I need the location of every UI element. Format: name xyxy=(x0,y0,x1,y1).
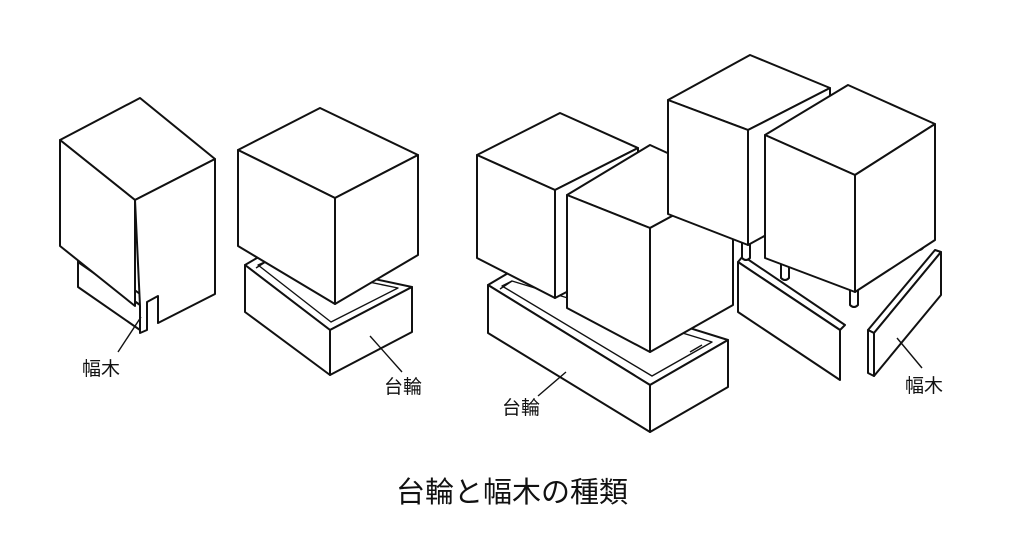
leg-3 xyxy=(849,288,859,308)
plinth-right-face xyxy=(329,286,413,376)
leader-habaki-left xyxy=(117,316,142,353)
label-habaki-left: 幅木 xyxy=(82,358,120,380)
cabinet6-right-face xyxy=(854,123,936,293)
long-plinth-right-face xyxy=(649,339,729,433)
back-baseboard-face xyxy=(737,261,841,381)
legged-cabinets-with-baseboard xyxy=(667,54,942,381)
leader-daiwa-right xyxy=(537,371,567,397)
label-habaki-right: 幅木 xyxy=(905,375,943,397)
figure-caption: 台輪と幅木の種類 xyxy=(396,475,628,509)
leader-habaki-right xyxy=(896,337,923,369)
cabinet-left-face xyxy=(59,139,136,307)
cabinet-with-baseboard xyxy=(59,97,216,334)
label-daiwa-left: 台輪 xyxy=(384,376,422,398)
cabinet-on-plinth xyxy=(237,107,419,376)
leader-daiwa-left xyxy=(369,335,403,373)
cabinet2-right-face xyxy=(334,154,419,305)
front-baseboard-side xyxy=(873,251,942,377)
label-daiwa-right: 台輪 xyxy=(502,397,540,419)
